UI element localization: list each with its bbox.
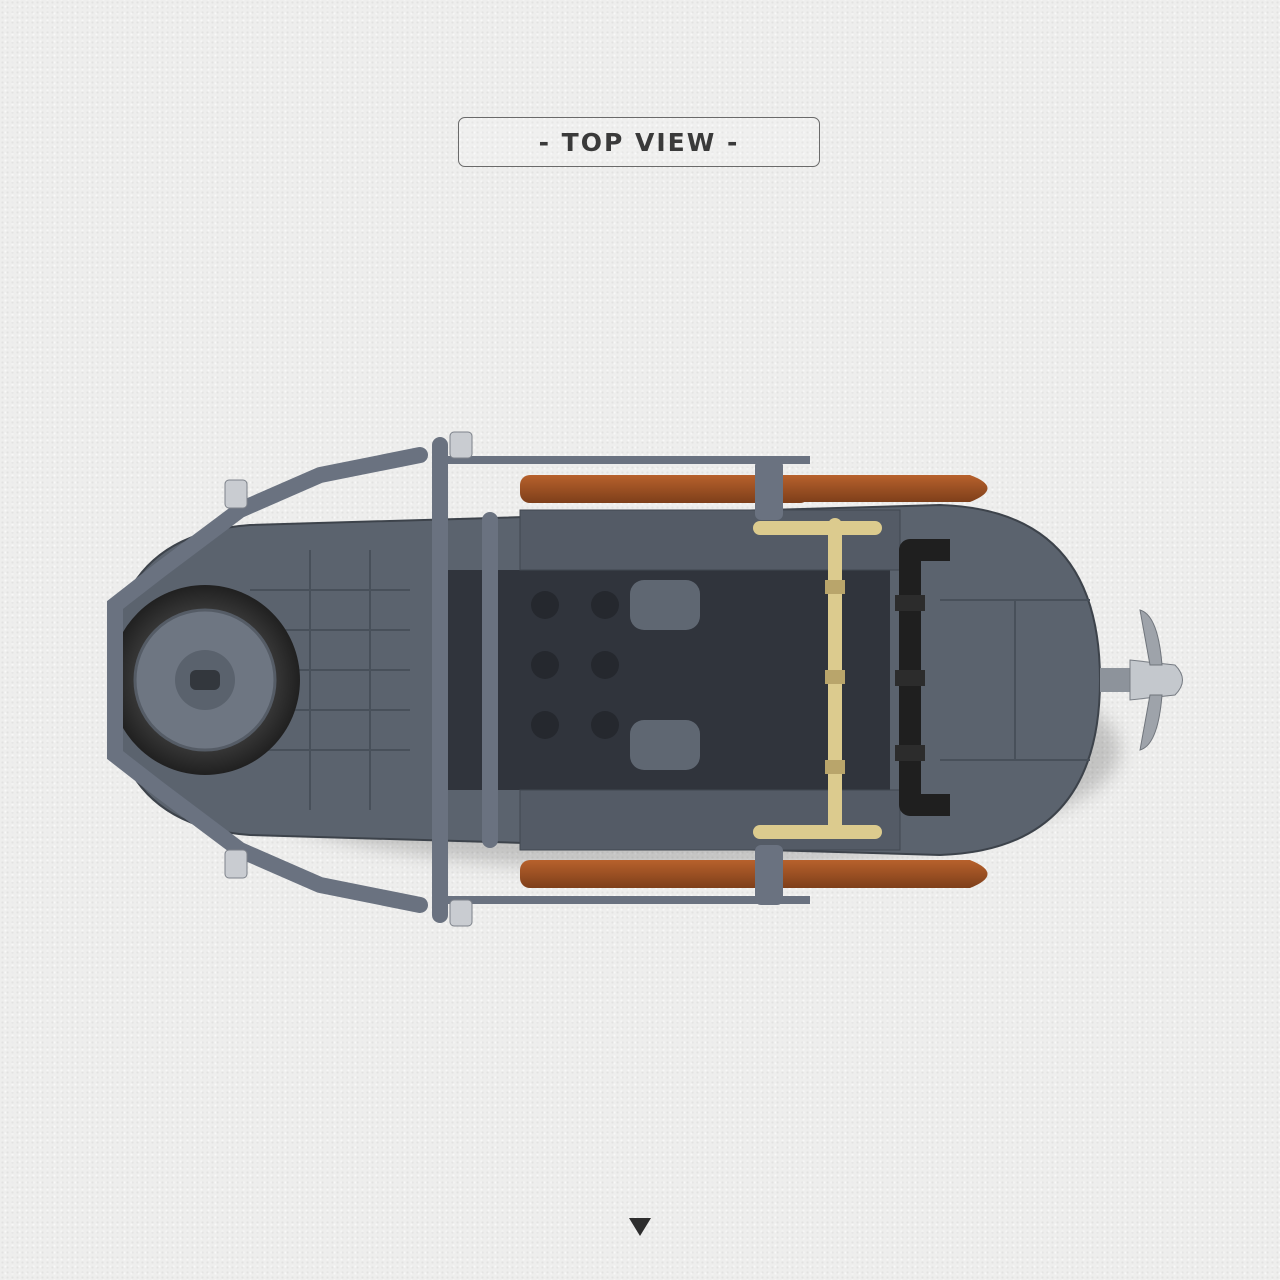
- triangle-down-icon[interactable]: [629, 1218, 651, 1236]
- view-label: - TOP VIEW -: [458, 117, 820, 167]
- boat-model-image: [107, 431, 1183, 927]
